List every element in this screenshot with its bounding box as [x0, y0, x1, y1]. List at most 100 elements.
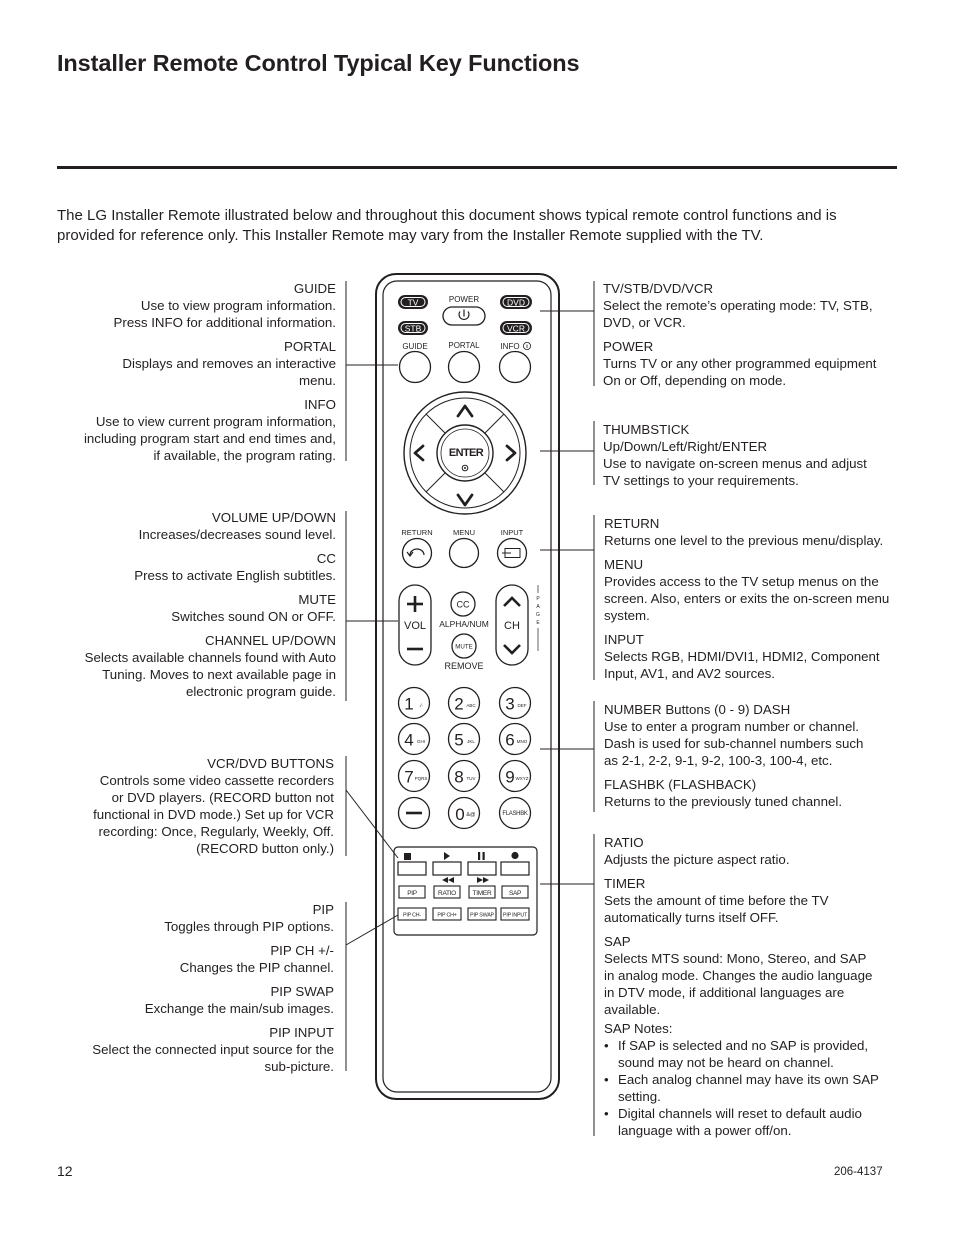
mute-button[interactable] [451, 633, 477, 659]
function-row[interactable]: PIP RATIO TIMER SAP [398, 885, 529, 899]
pause-button [467, 861, 497, 876]
description-line: or DVD players. (RECORD button not [111, 790, 334, 805]
pip-swap-button[interactable]: PIP SWAP [467, 907, 497, 921]
sap-notes: SAP Notes: If SAP is selected and no SAP… [604, 1020, 879, 1139]
number-1-button[interactable]: 1./- [397, 686, 431, 720]
volume-rocker[interactable]: VOL [398, 584, 432, 666]
pip-button[interactable]: PIP [398, 885, 426, 899]
description-line: in analog mode. Changes the audio langua… [604, 968, 873, 983]
description-line: Returns to the previously tuned channel. [604, 794, 843, 809]
input-button[interactable] [496, 537, 528, 569]
portal-button[interactable] [447, 350, 481, 384]
svg-text:7: 7 [404, 768, 413, 787]
volume-up-down-heading: VOLUME UP/DOWN [211, 510, 336, 525]
description-line: Switches sound ON or OFF. [171, 609, 336, 624]
page-number: 12 [57, 1163, 73, 1179]
description-line: in DTV mode, if additional languages are [604, 985, 845, 1000]
return-arrow-icon [409, 548, 425, 556]
description-line: Returns one level to the previous menu/d… [604, 533, 884, 548]
svg-text:ABC: ABC [466, 703, 476, 708]
pip-ch-button[interactable]: PIP CH- [397, 907, 427, 921]
zero-button[interactable]: 0 &@ [447, 796, 481, 830]
pip-ch-button[interactable]: PIP CH+ [432, 907, 462, 921]
sap-button[interactable]: SAP [501, 885, 529, 899]
ratio-button[interactable]: RATIO [433, 885, 461, 899]
tv-mode-button[interactable]: TV [398, 295, 428, 309]
svg-text:PIP: PIP [407, 890, 417, 897]
menu-button[interactable] [448, 537, 480, 569]
description-line: Select the remote’s operating mode: TV, … [603, 298, 873, 313]
svg-text:PIP CH+: PIP CH+ [437, 913, 456, 919]
intro-paragraph: The LG Installer Remote illustrated belo… [57, 207, 837, 244]
svg-text:WXYZ: WXYZ [516, 776, 529, 781]
sap-heading: SAP [604, 934, 631, 949]
mode-buttons[interactable]: TV STB DVD VCR [398, 295, 532, 335]
vcr-mode-button[interactable]: VCR [500, 321, 532, 335]
thumbstick[interactable]: ENTER [403, 391, 527, 515]
svg-text:STB: STB [405, 324, 422, 334]
description-line: screen. Also, enters or exits the on-scr… [604, 591, 890, 606]
description-line: Provides access to the TV setup menus on… [604, 574, 879, 589]
description-line: Changes the PIP channel. [179, 960, 334, 975]
info-button[interactable] [498, 350, 532, 384]
power-heading: POWER [603, 339, 654, 354]
svg-text:P: P [536, 596, 540, 602]
svg-text:FLASHBK: FLASHBK [502, 811, 528, 817]
ratio-heading: RATIO [604, 835, 644, 850]
channel-rocker[interactable]: CH [495, 584, 529, 666]
vcr-buttons[interactable] [397, 851, 530, 883]
flashbk-button[interactable]: FLASHBK [498, 796, 532, 830]
svg-text:VCR: VCR [507, 324, 525, 334]
pip-input-heading: PIP INPUT [269, 1025, 334, 1040]
svg-text:G: G [536, 612, 540, 618]
svg-text:PQRS: PQRS [415, 776, 428, 781]
guide-button[interactable] [398, 350, 432, 384]
description-line: Selects MTS sound: Mono, Stereo, and SAP [604, 951, 867, 966]
description-line: system. [604, 608, 650, 623]
description-line: Up/Down/Left/Right/ENTER [603, 439, 768, 454]
sap-note-item: Each analog channel may have its own SAP… [604, 1071, 879, 1105]
pip-ch-description: PIP CH +/-Changes the PIP channel. [92, 942, 334, 976]
input-heading: INPUT [604, 632, 644, 647]
channel-up-down-heading: CHANNEL UP/DOWN [204, 633, 336, 648]
dvd-mode-button[interactable]: DVD [500, 295, 532, 309]
vcr-dvd-buttons-heading: VCR/DVD BUTTONS [207, 756, 334, 771]
record-icon [511, 851, 519, 860]
document-number: 206-4137 [834, 1166, 883, 1178]
power-button[interactable] [442, 306, 486, 326]
return-label: RETURN [401, 528, 432, 537]
stb-mode-button[interactable]: STB [398, 321, 428, 335]
info-i-icon [522, 342, 531, 351]
input-label: INPUT [501, 528, 524, 537]
return-button[interactable] [401, 537, 433, 569]
vcr-pip-panel [393, 846, 538, 936]
left-arrow-icon [413, 444, 425, 462]
cc-button[interactable] [450, 591, 476, 617]
info-label: INFO [500, 342, 519, 351]
svg-text:5: 5 [454, 731, 463, 750]
dash-button[interactable] [397, 796, 431, 830]
description-line: available. [604, 1002, 661, 1017]
pip-input-button[interactable]: PIP INPUT [500, 907, 530, 921]
timer-button[interactable]: TIMER [468, 885, 496, 899]
